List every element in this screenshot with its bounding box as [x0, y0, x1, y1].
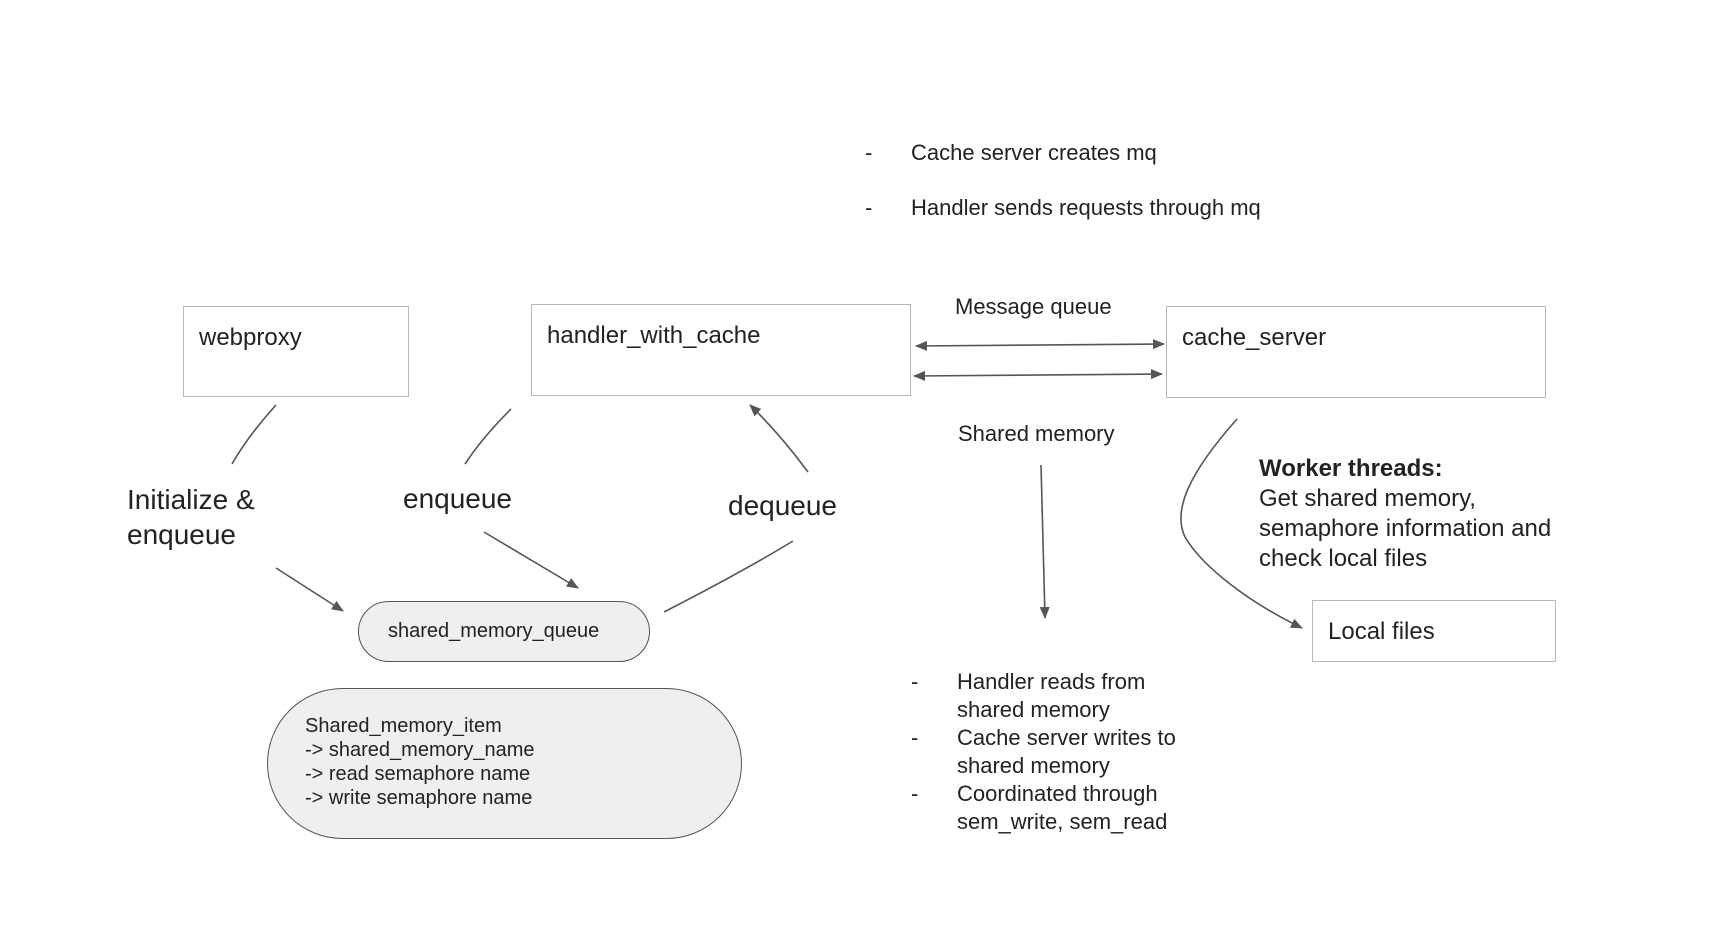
- local-files-node: Local files: [1312, 600, 1556, 662]
- enqueue-label: enqueue: [403, 483, 513, 514]
- top-note-text: Handler sends requests through mq: [911, 195, 1261, 220]
- bullet-dash: -: [911, 781, 919, 806]
- message-queue-label: Message queue: [955, 294, 1112, 319]
- shared-memory-item-field: -> read semaphore name: [305, 763, 531, 785]
- worker-threads-note: Worker threads: Get shared memory, semap…: [1259, 454, 1551, 574]
- edge-dequeue-upper: [749, 404, 809, 473]
- cache-server-node: cache_server: [1166, 306, 1546, 398]
- top-note: - Cache server creates mq: [865, 140, 1157, 166]
- handler-label: handler_with_cache: [547, 322, 761, 349]
- shared-memory-note: - Coordinated through sem_write, sem_rea…: [911, 780, 1176, 836]
- shared-memory-note: - Handler reads from shared memory: [911, 668, 1176, 724]
- note-line: Coordinated through: [957, 781, 1158, 806]
- init-enqueue-line: Initialize &: [127, 484, 255, 515]
- edge-handler-enqueue-lower: [483, 531, 579, 589]
- init-enqueue-label: Initialize & enqueue: [127, 482, 255, 552]
- shared-memory-item-field: -> shared_memory_name: [305, 739, 535, 761]
- shared-memory-item-title: Shared_memory_item: [305, 715, 502, 737]
- message-queue-arrow-1: [915, 339, 1165, 351]
- local-files-label: Local files: [1328, 618, 1435, 645]
- bullet-dash: -: [911, 669, 919, 694]
- note-line: Cache server writes to: [957, 725, 1176, 750]
- handler-node: handler_with_cache: [531, 304, 911, 396]
- shared-memory-item-field: -> write semaphore name: [305, 787, 533, 809]
- note-line: shared memory: [957, 752, 1110, 778]
- worker-threads-line: check local files: [1259, 545, 1428, 572]
- edge-webproxy-to-queue-lower: [275, 567, 344, 612]
- worker-threads-line: semaphore information and: [1259, 515, 1552, 542]
- bullet-dash: -: [911, 725, 919, 750]
- edge-dequeue-lower: [663, 540, 794, 613]
- shared-memory-item-text: Shared_memory_item -> shared_memory_name…: [305, 714, 535, 810]
- edge-handler-enqueue-upper: [464, 408, 512, 465]
- top-note: - Handler sends requests through mq: [865, 195, 1261, 221]
- note-line: sem_write, sem_read: [957, 808, 1168, 834]
- message-queue-arrow-2: [913, 369, 1163, 381]
- shared-memory-notes: - Handler reads from shared memory - Cac…: [911, 668, 1176, 836]
- bullet-dash: -: [865, 140, 873, 165]
- shared-memory-note: - Cache server writes to shared memory: [911, 724, 1176, 780]
- dequeue-label: dequeue: [728, 490, 838, 521]
- edge-webproxy-to-queue-upper: [231, 404, 277, 465]
- shared-memory-arrow: [1039, 464, 1050, 619]
- worker-threads-line: Get shared memory,: [1259, 485, 1476, 512]
- top-note-text: Cache server creates mq: [911, 140, 1157, 165]
- webproxy-label: webproxy: [199, 324, 302, 351]
- note-line: Handler reads from: [957, 669, 1146, 694]
- shared-memory-queue-node: shared_memory_queue: [358, 601, 650, 662]
- init-enqueue-line: enqueue: [127, 519, 237, 550]
- shared-memory-label: Shared memory: [958, 421, 1115, 446]
- worker-threads-heading: Worker threads:: [1259, 455, 1443, 482]
- edge-cache-to-local-files: [1180, 418, 1303, 629]
- shared-memory-item-node: Shared_memory_item -> shared_memory_name…: [267, 688, 742, 839]
- note-line: shared memory: [957, 696, 1110, 722]
- queue-label: shared_memory_queue: [388, 620, 600, 642]
- webproxy-node: webproxy: [183, 306, 409, 397]
- cache-server-label: cache_server: [1182, 324, 1327, 351]
- bullet-dash: -: [865, 195, 873, 220]
